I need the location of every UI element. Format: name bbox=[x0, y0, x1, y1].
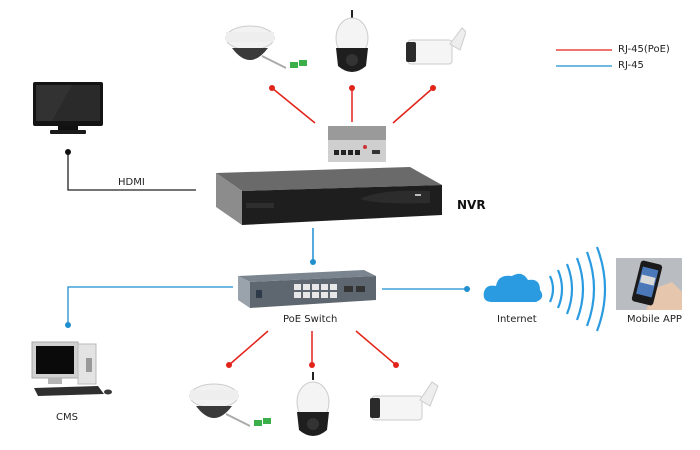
bullet-camera-bottom-icon bbox=[370, 381, 439, 421]
nvr-label: NVR bbox=[457, 198, 486, 212]
monitor-icon bbox=[33, 82, 103, 134]
wireless-signal-icon bbox=[548, 246, 607, 332]
poe-switch-label: PoE Switch bbox=[283, 314, 338, 325]
hdmi-connector-dot bbox=[65, 149, 71, 155]
mobile-app-label: Mobile APP bbox=[627, 314, 682, 325]
ptz-camera-bottom-icon bbox=[296, 372, 330, 436]
nvr-rear-panel-icon bbox=[328, 126, 386, 162]
dome-camera-top-icon bbox=[225, 25, 307, 69]
hdmi-line bbox=[67, 152, 196, 191]
dome-camera-bottom-icon bbox=[189, 383, 271, 427]
lan-dot-internet bbox=[464, 286, 470, 292]
poe-dot-bottom-bullet bbox=[393, 362, 399, 368]
poe-dot-bottom-dome bbox=[226, 362, 232, 368]
bullet-camera-top-icon bbox=[406, 27, 466, 65]
poe-dot-top-dome bbox=[269, 85, 275, 91]
poe-line-top-bullet bbox=[392, 87, 434, 124]
poe-line-bottom-bullet bbox=[355, 330, 397, 366]
lan-line-switch-cms bbox=[67, 286, 233, 325]
mobile-app-icon bbox=[616, 258, 682, 310]
ptz-camera-top-icon bbox=[335, 10, 369, 72]
poe-line-top-dome bbox=[271, 87, 316, 124]
poe-line-bottom-dome bbox=[228, 330, 269, 366]
hdmi-label: HDMI bbox=[118, 177, 145, 188]
cms-computer-icon bbox=[31, 341, 112, 396]
lan-dot-cms bbox=[65, 322, 71, 328]
legend-label-rj45: RJ-45 bbox=[618, 60, 644, 71]
poe-switch-device-icon bbox=[238, 270, 376, 308]
nvr-device-icon bbox=[216, 167, 442, 225]
poe-dot-top-ptz bbox=[349, 85, 355, 91]
poe-dot-bottom-ptz bbox=[309, 362, 315, 368]
lan-dot-nvr-switch bbox=[310, 259, 316, 265]
internet-label: Internet bbox=[497, 314, 537, 325]
legend-label-poe: RJ-45(PoE) bbox=[618, 44, 670, 55]
poe-dot-top-bullet bbox=[430, 85, 436, 91]
internet-cloud-icon bbox=[483, 273, 543, 302]
cms-label: CMS bbox=[56, 412, 78, 423]
